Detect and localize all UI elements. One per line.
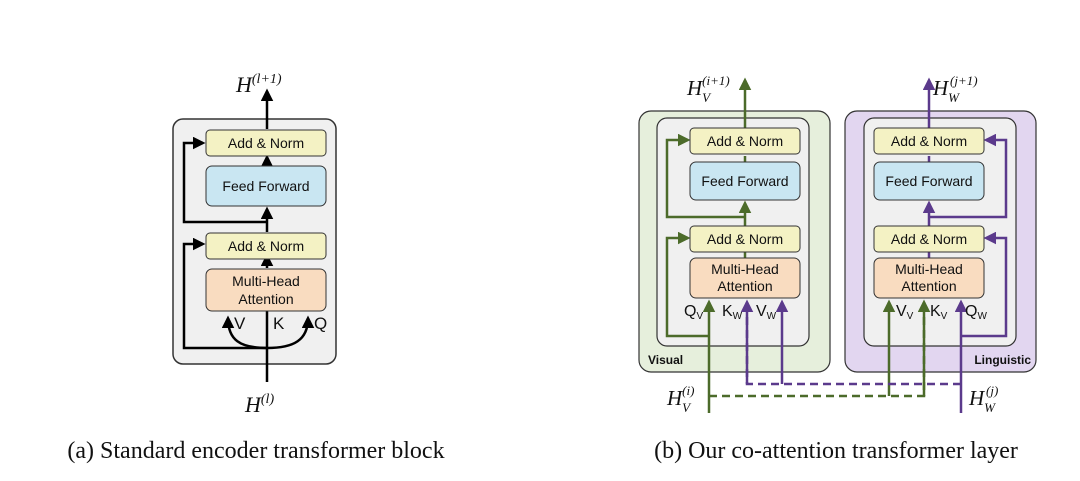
l-add-norm-top-box [873, 127, 985, 155]
v-add-norm-bottom-label: Add & Norm [707, 231, 783, 247]
l-residual-bottom [961, 231, 1008, 338]
v-attention-box [689, 257, 801, 299]
caption-b: (b) Our co-attention transformer layer [654, 438, 1018, 464]
a-add-norm-top-label: Add & Norm [228, 135, 304, 151]
v-input-label: HV(i) [666, 383, 694, 415]
visual-stream-name: Visual [648, 353, 683, 367]
v-k-label: KW [722, 303, 743, 322]
a-v-arrow [221, 315, 268, 350]
v-attention-label-2: Attention [717, 278, 772, 294]
diagram-a-standard-block: Add & Norm Feed Forward Add & Norm Multi… [67, 72, 444, 464]
v-feed-forward-box [689, 161, 801, 201]
caption-a: (a) Standard encoder transformer block [67, 438, 444, 464]
v-output-label: HV(i+1) [686, 73, 730, 105]
l-feed-forward-label: Feed Forward [885, 173, 972, 189]
a-residual-bottom [182, 237, 267, 350]
l-attention-label-1: Multi-Head [895, 261, 963, 277]
v-add-norm-top-box [689, 127, 801, 155]
linguistic-arrows [740, 77, 1008, 413]
v-v-label: VW [756, 303, 777, 322]
v-feed-forward-label: Feed Forward [701, 173, 788, 189]
v-attention-label-1: Multi-Head [711, 261, 779, 277]
a-add-norm-bottom-label: Add & Norm [228, 238, 304, 254]
l-q-label: QW [965, 303, 987, 322]
a-input-label: H(l) [244, 392, 274, 417]
l-output-label: HW(j+1) [932, 73, 978, 105]
l-attention-label-2: Attention [901, 278, 956, 294]
linguistic-stream-name: Linguistic [974, 353, 1031, 367]
l-k-label: KV [930, 303, 948, 322]
a-output-label: H(l+1) [235, 72, 282, 97]
a-q-arrow [266, 315, 315, 350]
l-add-norm-bottom-label: Add & Norm [891, 231, 967, 247]
a-residual-top [182, 136, 267, 224]
v-residual-bottom [665, 231, 709, 338]
l-feed-forward-box [873, 161, 985, 201]
l-add-norm-bottom-box [873, 225, 985, 253]
a-attention-box [205, 268, 327, 312]
l-v-label: VV [896, 303, 914, 322]
visual-arrows [665, 77, 931, 413]
v-add-norm-top-label: Add & Norm [707, 133, 783, 149]
a-k-label: K [273, 314, 285, 333]
a-attention-label-1: Multi-Head [232, 273, 300, 289]
a-attention-label-2: Attention [238, 291, 293, 307]
v-q-label: QV [684, 303, 703, 322]
a-add-norm-bottom-box [205, 232, 327, 260]
l-residual-top [929, 133, 1008, 219]
v-residual-top [665, 133, 745, 219]
a-q-label: Q [314, 314, 327, 333]
v-add-norm-bottom-box [689, 225, 801, 253]
l-add-norm-top-label: Add & Norm [891, 133, 967, 149]
a-feed-forward-box [205, 165, 327, 207]
diagram-b-co-attention-layer: Visual Linguistic [638, 73, 1037, 464]
l-input-label: HW(j) [968, 383, 998, 415]
l-attention-box [873, 257, 985, 299]
a-add-norm-top-box [205, 129, 327, 157]
a-feed-forward-label: Feed Forward [222, 178, 309, 194]
a-v-label: V [234, 314, 246, 333]
